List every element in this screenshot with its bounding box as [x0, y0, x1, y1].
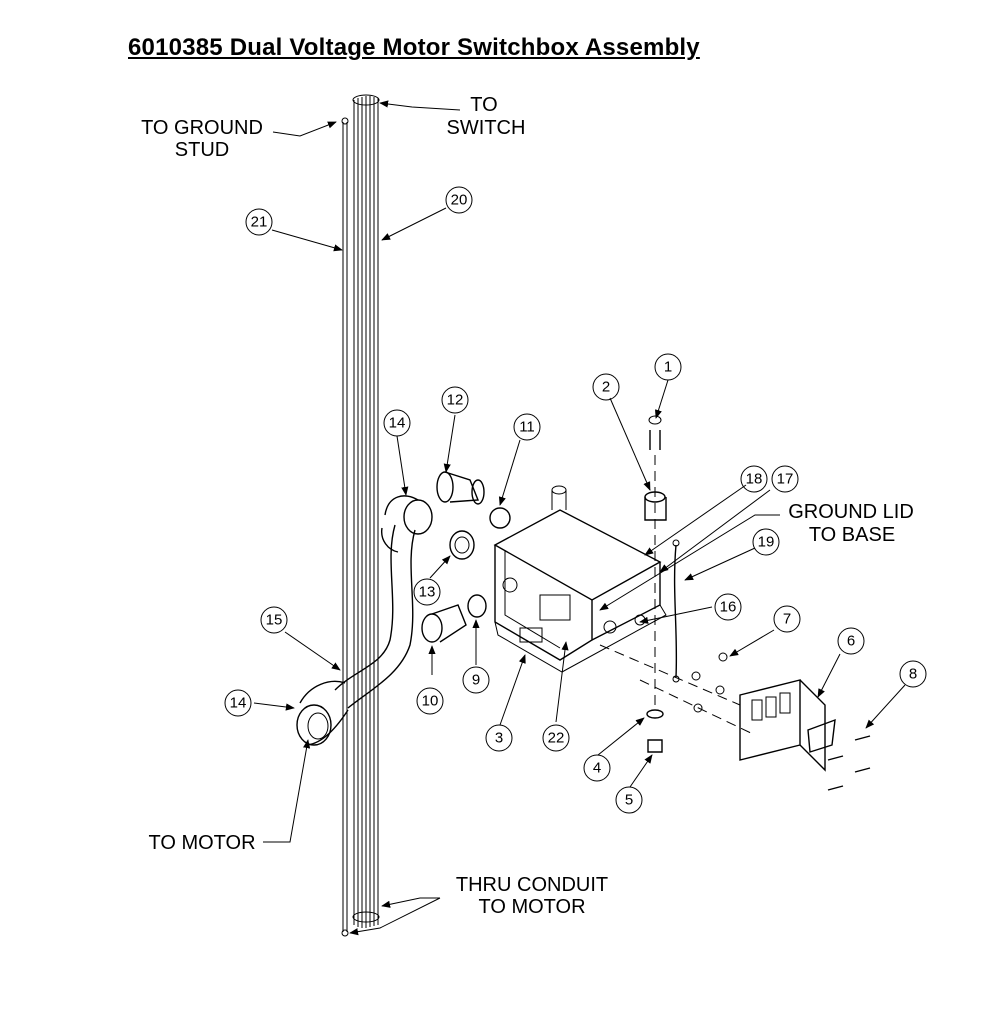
svg-text:6: 6	[847, 633, 855, 650]
svg-text:21: 21	[251, 214, 268, 231]
balloon-7: 7	[773, 605, 801, 633]
balloon-5: 5	[615, 786, 643, 814]
page-title: 6010385 Dual Voltage Motor Switchbox Ass…	[128, 34, 700, 61]
balloon-9: 9	[462, 666, 490, 694]
callout-thru-conduit-line2: TO MOTOR	[478, 896, 585, 918]
svg-text:3: 3	[495, 730, 503, 747]
balloon-18: 18	[740, 465, 768, 493]
callout-to-switch-line1: TO	[470, 94, 497, 116]
balloon-15: 15	[260, 606, 288, 634]
conduit-assembly	[296, 495, 433, 746]
switch-box	[493, 485, 667, 673]
svg-text:15: 15	[266, 612, 283, 629]
callout-ground-lid-line2: TO BASE	[809, 524, 895, 546]
rotary-switch	[599, 644, 871, 791]
balloon-2: 2	[592, 373, 620, 401]
balloon-14-upper: 14	[383, 409, 411, 437]
lid-hardware	[644, 415, 667, 753]
svg-text:2: 2	[602, 379, 610, 396]
balloon-21: 21	[245, 208, 273, 236]
svg-text:18: 18	[746, 471, 763, 488]
leader-lines	[253, 100, 906, 936]
callout-to-switch-line2: SWITCH	[447, 117, 526, 139]
callout-ground-lid-line1: GROUND LID	[788, 501, 914, 523]
balloons: 1 2 3 4 5 6 7 8 9 10 11 12 13 14 14 15 1…	[224, 186, 927, 814]
svg-text:14: 14	[230, 695, 247, 712]
ground-wire	[341, 117, 349, 937]
callout-to-motor: TO MOTOR	[148, 832, 255, 854]
balloon-1: 1	[654, 353, 682, 381]
balloon-11: 11	[513, 413, 541, 441]
svg-text:1: 1	[664, 359, 672, 376]
callout-ground-stud-line2: STUD	[175, 139, 229, 161]
svg-text:9: 9	[472, 672, 480, 689]
text-callouts: TO GROUND STUD TO SWITCH GROUND LID TO B…	[141, 94, 914, 918]
svg-text:7: 7	[783, 611, 791, 628]
wire-bundle	[352, 94, 380, 928]
fittings	[421, 471, 511, 643]
balloon-17: 17	[771, 465, 799, 493]
balloon-3: 3	[485, 724, 513, 752]
svg-text:4: 4	[593, 760, 601, 777]
balloon-19: 19	[752, 528, 780, 556]
svg-text:12: 12	[447, 392, 464, 409]
balloon-10: 10	[416, 687, 444, 715]
svg-text:5: 5	[625, 792, 633, 809]
svg-text:8: 8	[909, 666, 917, 683]
callout-thru-conduit-line1: THRU CONDUIT	[456, 874, 608, 896]
balloon-12: 12	[441, 386, 469, 414]
svg-text:20: 20	[451, 192, 468, 209]
svg-text:13: 13	[419, 584, 436, 601]
svg-text:16: 16	[720, 599, 737, 616]
balloon-22: 22	[542, 724, 570, 752]
svg-text:11: 11	[519, 419, 535, 436]
balloon-6: 6	[837, 627, 865, 655]
balloon-20: 20	[445, 186, 473, 214]
callout-ground-stud-line1: TO GROUND	[141, 117, 263, 139]
balloon-4: 4	[583, 754, 611, 782]
svg-text:19: 19	[758, 534, 775, 551]
svg-text:22: 22	[548, 730, 565, 747]
svg-text:17: 17	[777, 471, 794, 488]
balloon-13: 13	[413, 578, 441, 606]
svg-text:10: 10	[422, 693, 439, 710]
balloon-16: 16	[714, 593, 742, 621]
svg-text:14: 14	[389, 415, 406, 432]
balloon-14-lower: 14	[224, 689, 252, 717]
balloon-8: 8	[899, 660, 927, 688]
